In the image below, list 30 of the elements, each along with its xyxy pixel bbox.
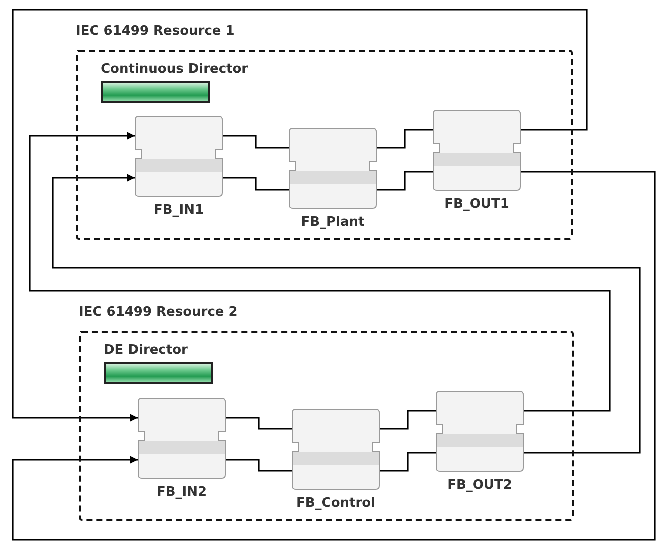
block-label: FB_OUT1 xyxy=(444,197,510,212)
connector-line xyxy=(377,129,433,149)
function-block xyxy=(289,128,377,230)
resource-title: IEC 61499 Resource 1 xyxy=(76,24,235,39)
resource-title: IEC 61499 Resource 2 xyxy=(79,305,238,320)
block-label: FB_OUT2 xyxy=(448,478,512,493)
function-block xyxy=(138,398,226,500)
connector-line xyxy=(223,177,289,191)
arrow xyxy=(12,9,588,422)
function-block xyxy=(135,116,223,218)
connector-line xyxy=(226,459,292,472)
connector-line xyxy=(377,171,433,191)
director-label: Continuous Director xyxy=(101,62,248,77)
function-block xyxy=(292,409,380,511)
director-label: DE Director xyxy=(104,343,189,358)
block-label: FB_Control xyxy=(296,496,376,511)
function-block xyxy=(433,110,521,212)
block-label: FB_Plant xyxy=(301,215,365,230)
function-block xyxy=(436,391,524,493)
arrow xyxy=(12,171,656,541)
arrow xyxy=(29,132,611,412)
director-block xyxy=(101,62,248,103)
arrow xyxy=(52,174,641,454)
block-label: FB_IN1 xyxy=(154,203,204,218)
connector-line xyxy=(380,410,436,430)
connector-line xyxy=(226,417,292,430)
connector-line xyxy=(380,452,436,472)
director-block xyxy=(104,343,213,384)
connector-line xyxy=(223,135,289,149)
block-label: FB_IN2 xyxy=(156,485,208,500)
